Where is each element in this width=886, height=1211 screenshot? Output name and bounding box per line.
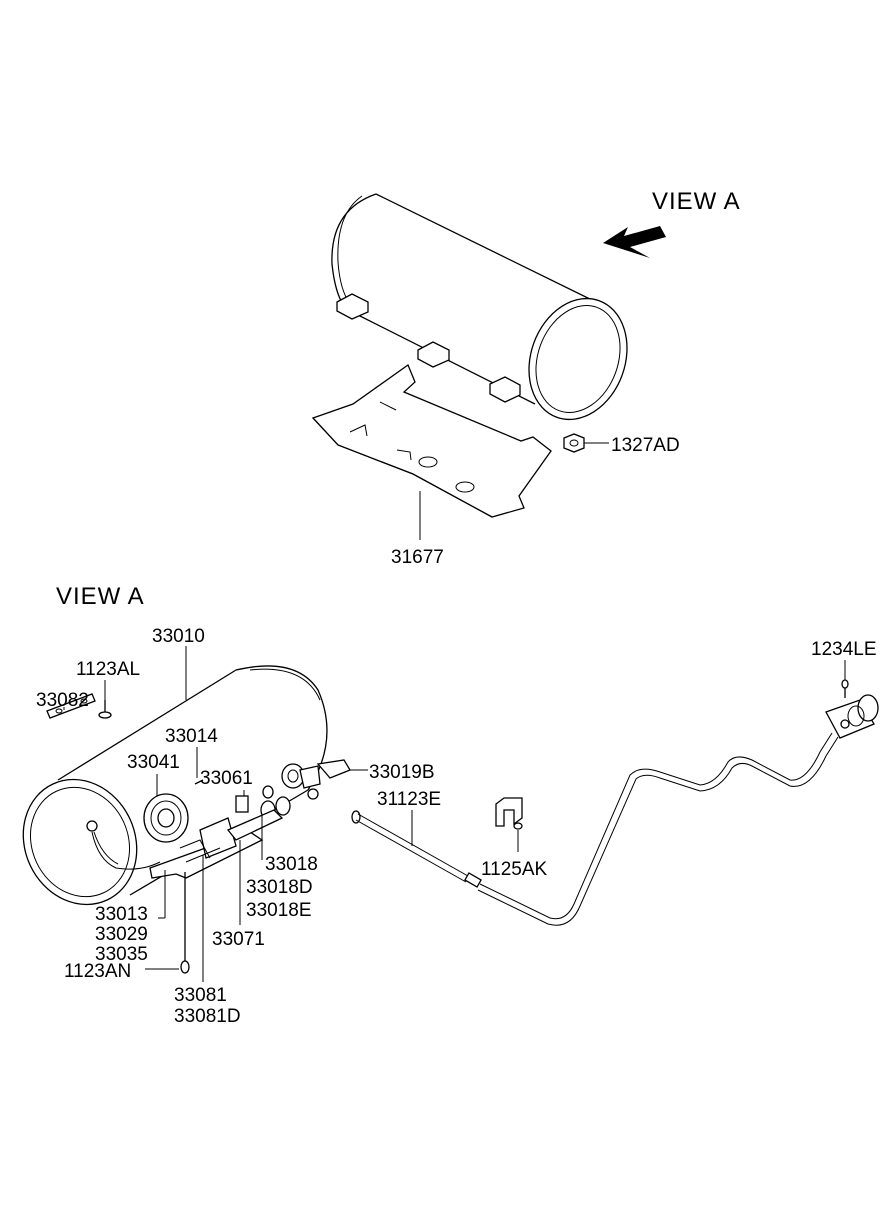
bolt-1123al: [98, 700, 112, 719]
lpg-tank-top: [331, 193, 628, 421]
bolt-1123an: [145, 872, 190, 974]
part-label-1123an: 1123AN: [64, 961, 131, 982]
tank-mount-feet: [336, 293, 521, 403]
view-a-label-main: VIEW A: [56, 583, 145, 610]
gauge-33041: [143, 793, 189, 843]
part-label-33014: 33014: [165, 726, 218, 747]
valve-assembly: [149, 763, 321, 879]
part-label-33071: 33071: [212, 929, 265, 950]
fuel-pipe: [477, 732, 839, 926]
part-label-33082: 33082: [36, 690, 89, 711]
view-direction-arrow-icon: [603, 226, 666, 258]
part-label-31677: 31677: [391, 547, 444, 568]
strap-33082: [46, 693, 96, 719]
bracket-33019b: [316, 759, 368, 779]
part-label-1125ak: 1125AK: [481, 859, 548, 880]
part-label-1327ad: 1327AD: [611, 435, 680, 456]
fitting-1234le: [825, 679, 879, 739]
part-label-33019b: 33019B: [369, 762, 435, 783]
view-a-label-top: VIEW A: [652, 188, 741, 215]
part-label-33029: 33029: [95, 924, 148, 945]
part-label-33035: 33035: [95, 944, 148, 965]
part-label-1123al: 1123AL: [76, 659, 140, 680]
part-label-33061: 33061: [200, 768, 253, 789]
hose-31123e: [351, 810, 482, 888]
nut-1327ad: 1327AD: [563, 433, 680, 456]
part-label-33018: 33018: [265, 854, 318, 875]
part-label-31123e: 31123E: [377, 789, 441, 810]
part-label-33081: 33081: [174, 985, 227, 1006]
top-view: VIEW A 13: [311, 188, 741, 568]
part-label-33081d: 33081D: [174, 1006, 241, 1027]
main-view: VIEW A 33082 1123AL 33010 33014: [22, 583, 879, 1027]
part-label-33018d: 33018D: [246, 877, 313, 898]
part-label-33010: 33010: [152, 626, 205, 647]
part-label-1234le: 1234LE: [811, 639, 877, 660]
part-label-33041: 33041: [127, 752, 180, 773]
part-label-33018e: 33018E: [246, 900, 312, 921]
clip-bracket-1125ak: [495, 797, 523, 852]
skid-plate: [311, 363, 552, 518]
part-label-33013: 33013: [95, 904, 148, 925]
